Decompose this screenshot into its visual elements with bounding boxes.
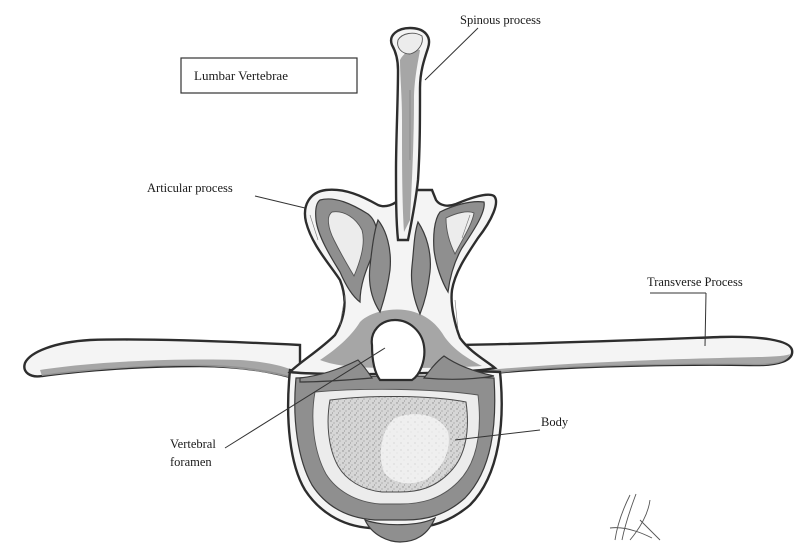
label-articular-process: Articular process: [147, 181, 233, 195]
label-body: Body: [541, 415, 569, 429]
label-spinous-process: Spinous process: [460, 13, 541, 27]
label-transverse-process: Transverse Process: [647, 275, 743, 289]
leader-articular-process: [255, 196, 305, 208]
left-transverse-process: [24, 339, 300, 380]
title-box: Lumbar Vertebrae: [181, 58, 357, 93]
artist-signature: [610, 494, 660, 540]
diagram-title: Lumbar Vertebrae: [194, 68, 288, 83]
vertebral-foramen: [372, 320, 425, 380]
label-vertebral-foramen-line1: Vertebral: [170, 437, 216, 451]
leader-spinous-process: [425, 28, 478, 80]
label-vertebral-foramen-line2: foramen: [170, 455, 212, 469]
